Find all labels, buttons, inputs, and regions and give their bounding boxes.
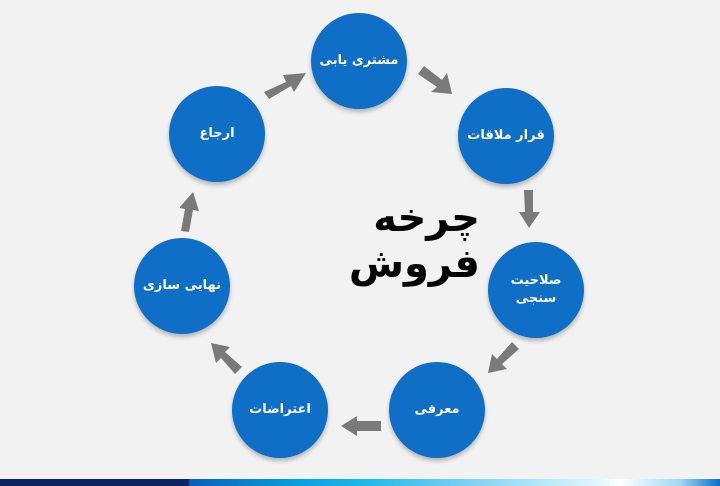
node-closing: نهایی سازی	[134, 238, 230, 334]
arrow-referral-to-prospecting-icon	[264, 73, 306, 99]
arrow-prospecting-to-appointment-icon	[418, 66, 452, 94]
diagram-title: چرخه فروش	[348, 195, 480, 287]
arrow-qualification-to-presentation-icon	[488, 342, 519, 373]
node-appointment: قرار ملاقات	[458, 88, 554, 184]
node-presentation: معرفی	[389, 362, 485, 458]
arrow-closing-to-referral-icon	[180, 192, 199, 232]
node-objections: اعتراضات	[232, 362, 328, 458]
bottom-gradient-bar	[0, 479, 720, 486]
node-prospecting: مشتری یابی	[311, 13, 407, 109]
node-referral: ارجاع	[169, 86, 265, 182]
arrow-objections-to-closing-icon	[211, 343, 242, 374]
arrow-presentation-to-objections-icon	[341, 416, 381, 436]
arrow-appointment-to-qualification-icon	[519, 190, 540, 228]
node-qualification: صلاحیت سنجی	[488, 242, 584, 338]
